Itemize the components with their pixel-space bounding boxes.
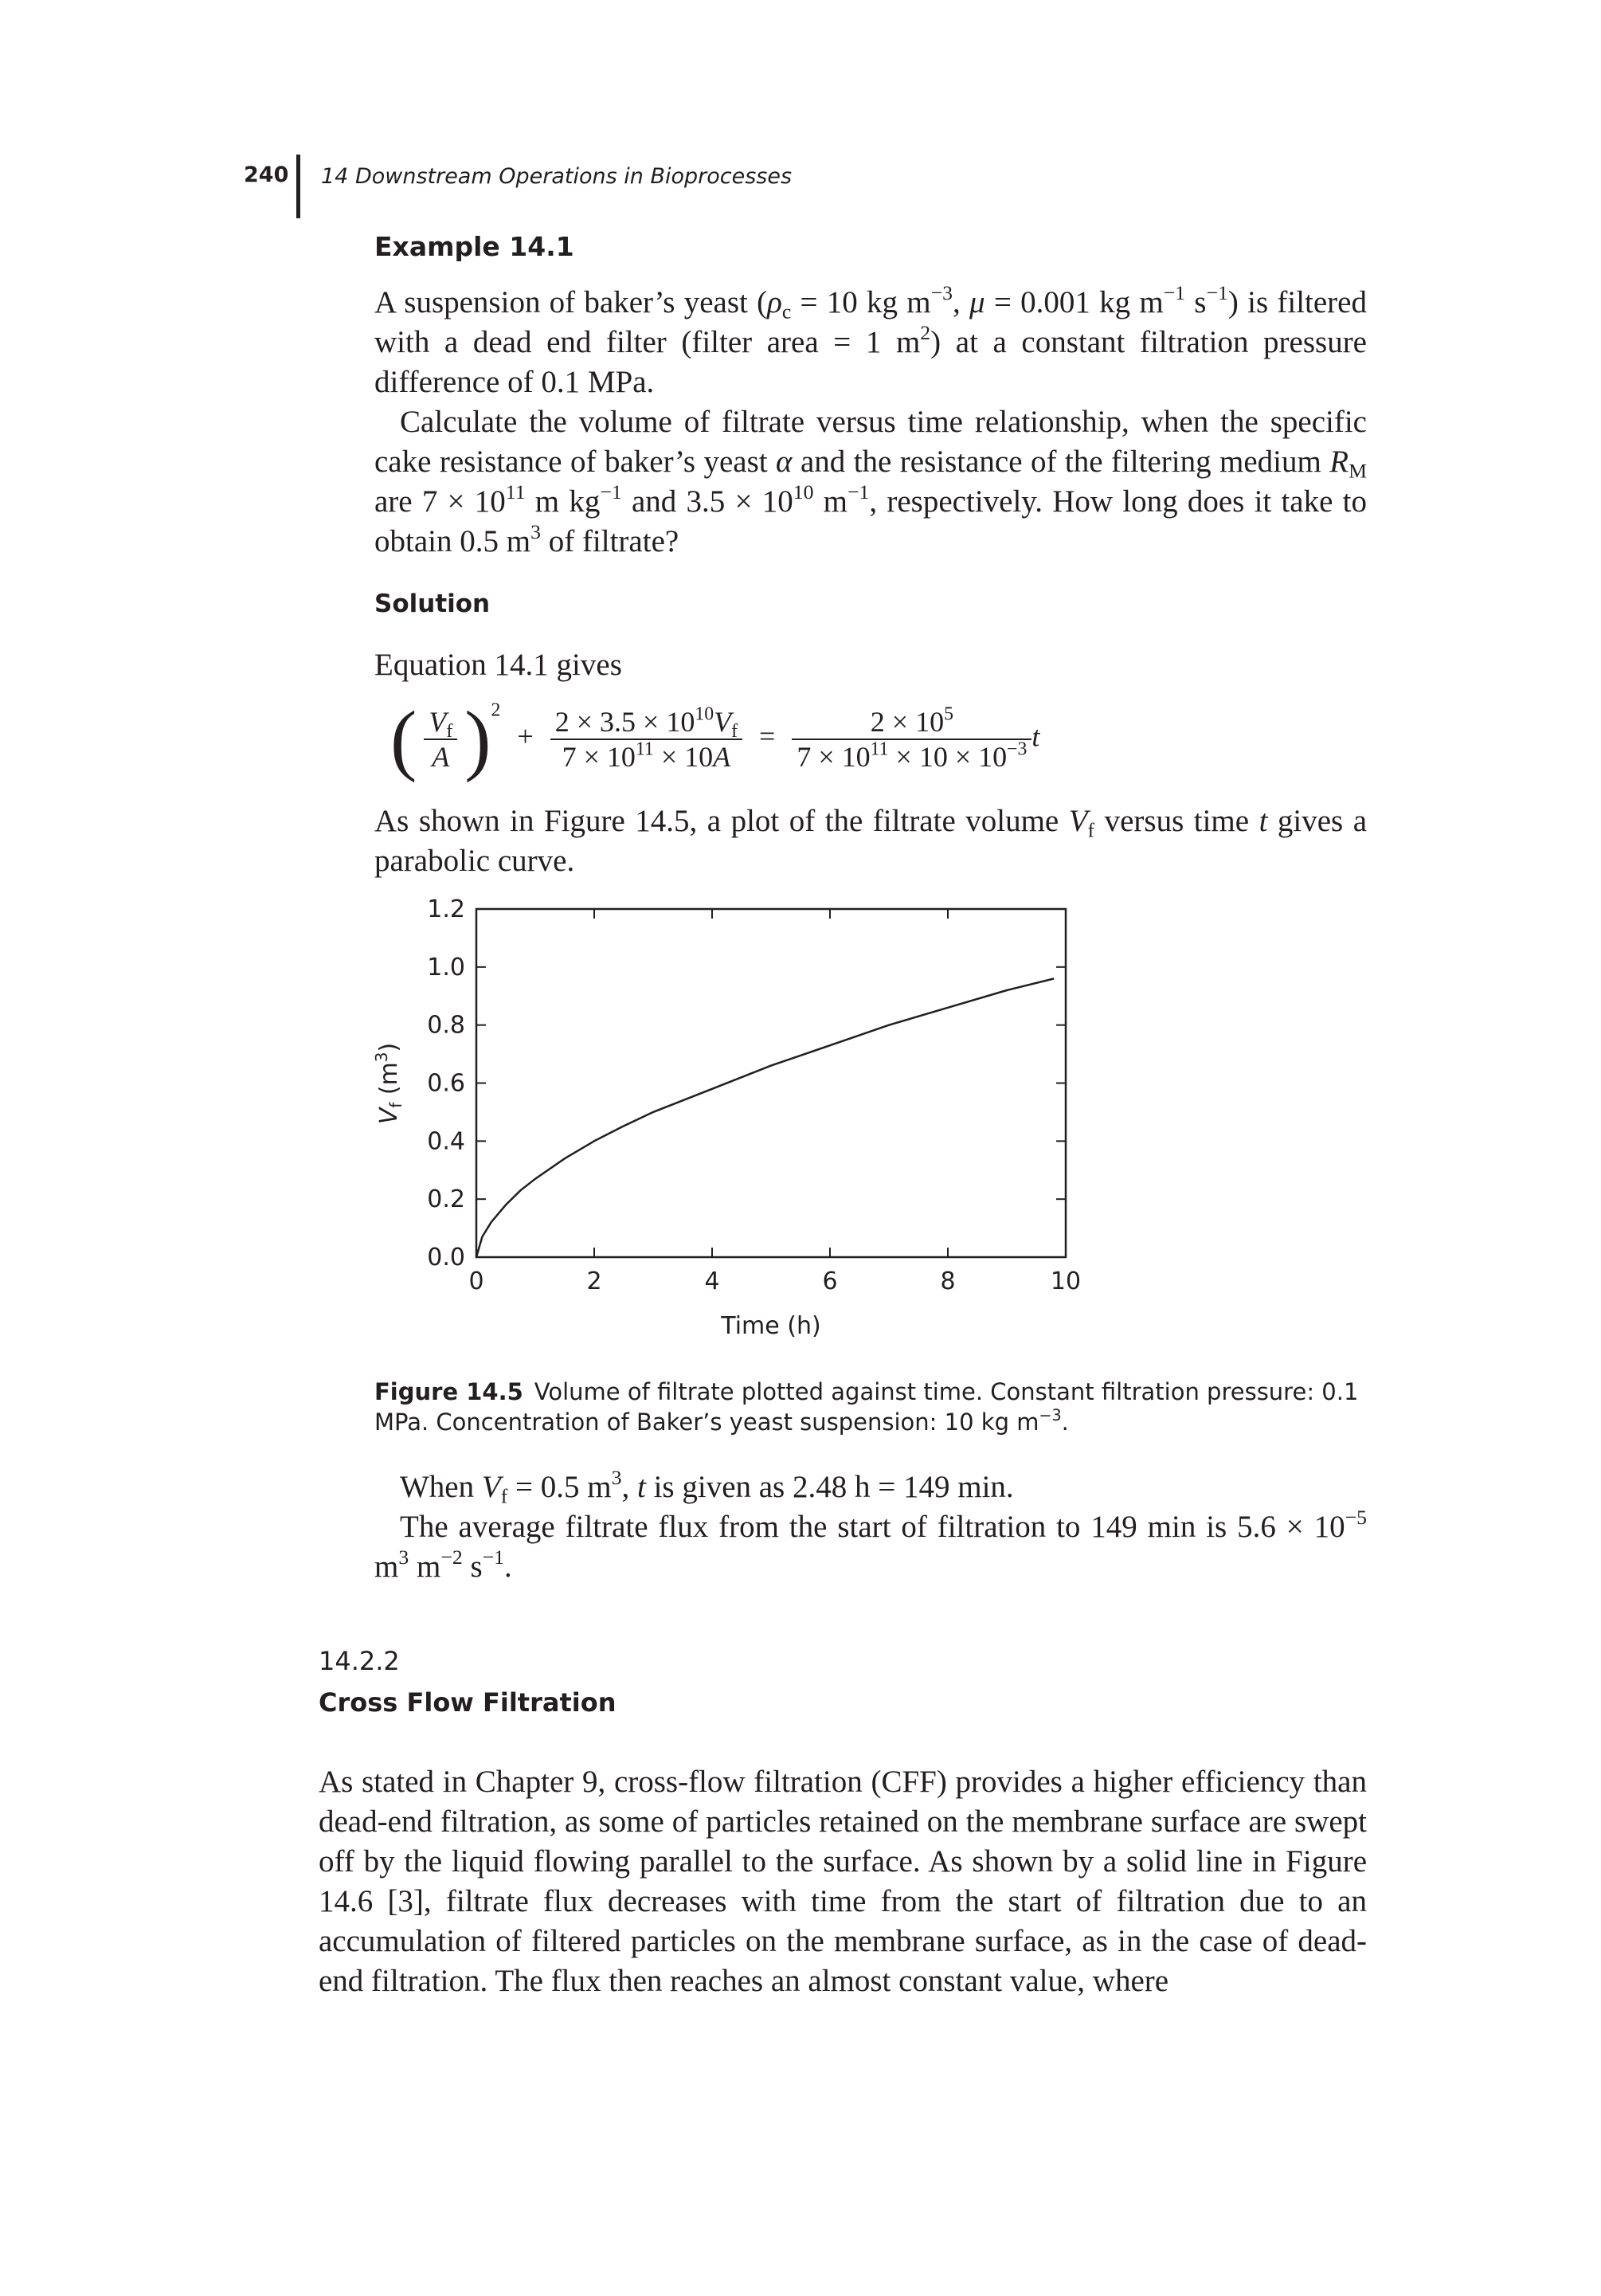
- example-paragraph-1: A suspension of baker’s yeast (ρc = 10 k…: [374, 281, 1367, 399]
- y-tick-label: 0.6: [427, 1070, 465, 1098]
- x-tick-label: 10: [1051, 1268, 1081, 1295]
- x-axis-ticks: 0 2 4 6 8 10: [468, 909, 1081, 1295]
- y-axis-ticks: 0.0 0.2 0.4 0.6 0.8 1.0 1.2: [427, 895, 1066, 1271]
- solution-heading: Solution: [374, 590, 491, 618]
- example-body: A suspension of baker’s yeast (ρc = 10 k…: [374, 283, 1367, 562]
- x-tick-label: 8: [940, 1268, 955, 1295]
- plot-frame: [475, 907, 1067, 1259]
- left-paren: (: [390, 695, 417, 783]
- section-number: 14.2.2: [319, 1646, 400, 1676]
- x-tick-label: 6: [822, 1268, 837, 1295]
- fraction-pressure-term: 2 × 105 7 × 1011 × 10 × 10−3: [792, 704, 1032, 774]
- page-number: 240: [244, 163, 289, 187]
- x-tick-label: 2: [586, 1268, 601, 1295]
- example-title: Example 14.1: [374, 231, 574, 262]
- plus-sign: +: [517, 720, 534, 753]
- y-tick-label: 0.2: [427, 1185, 465, 1213]
- header-rule: [296, 155, 300, 218]
- section-body: As stated in Chapter 9, cross-flow filtr…: [319, 1762, 1367, 2001]
- result-block: When Vf = 0.5 m3, t is given as 2.48 h =…: [374, 1467, 1367, 1587]
- figure-label: Figure 14.5: [374, 1378, 523, 1405]
- figure-reference-paragraph: As shown in Figure 14.5, a plot of the f…: [374, 804, 1368, 878]
- filtration-equation: ( Vf A )2 + 2 × 3.5 × 1010Vf 7 × 1011 × …: [390, 699, 1039, 779]
- x-tick-label: 0: [468, 1268, 483, 1295]
- equals-sign: =: [759, 720, 776, 753]
- section-paragraph: As stated in Chapter 9, cross-flow filtr…: [319, 1765, 1367, 1998]
- x-axis-label: Time (h): [720, 1312, 820, 1340]
- y-tick-label: 0.4: [427, 1127, 465, 1155]
- y-axis-label: Vf (m3): [372, 1043, 405, 1125]
- section-title: Cross Flow Filtration: [319, 1687, 617, 1718]
- example-paragraph-2: Calculate the volume of filtrate versus …: [374, 405, 1367, 558]
- fraction-resistance-term: 2 × 3.5 × 1010Vf 7 × 1011 × 10A: [550, 704, 743, 774]
- square-exponent: 2: [491, 699, 501, 721]
- y-tick-label: 0.0: [427, 1244, 465, 1271]
- equation-intro: Equation 14.1 gives: [374, 648, 622, 682]
- filtrate-volume-chart: 0 2 4 6 8 10 0.0 0.2 0.4 0.6 0.8 1.0 1.2 Time (h) V…: [372, 895, 1081, 1340]
- x-tick-label: 4: [704, 1268, 719, 1295]
- running-head: 14 Downstream Operations in Bioprocesses: [321, 164, 793, 189]
- fraction-vf-over-a: Vf A: [424, 705, 458, 774]
- time-variable: t: [1031, 720, 1040, 753]
- y-tick-label: 0.8: [427, 1012, 465, 1040]
- result-line-2: The average filtrate flux from the start…: [374, 1506, 1367, 1584]
- result-line-1: When Vf = 0.5 m3, t is given as 2.48 h =…: [400, 1466, 1014, 1508]
- y-tick-label: 1.2: [427, 895, 465, 923]
- y-tick-label: 1.0: [427, 954, 465, 981]
- right-paren: ): [464, 695, 491, 783]
- filtrate-volume-curve: [475, 978, 1055, 1258]
